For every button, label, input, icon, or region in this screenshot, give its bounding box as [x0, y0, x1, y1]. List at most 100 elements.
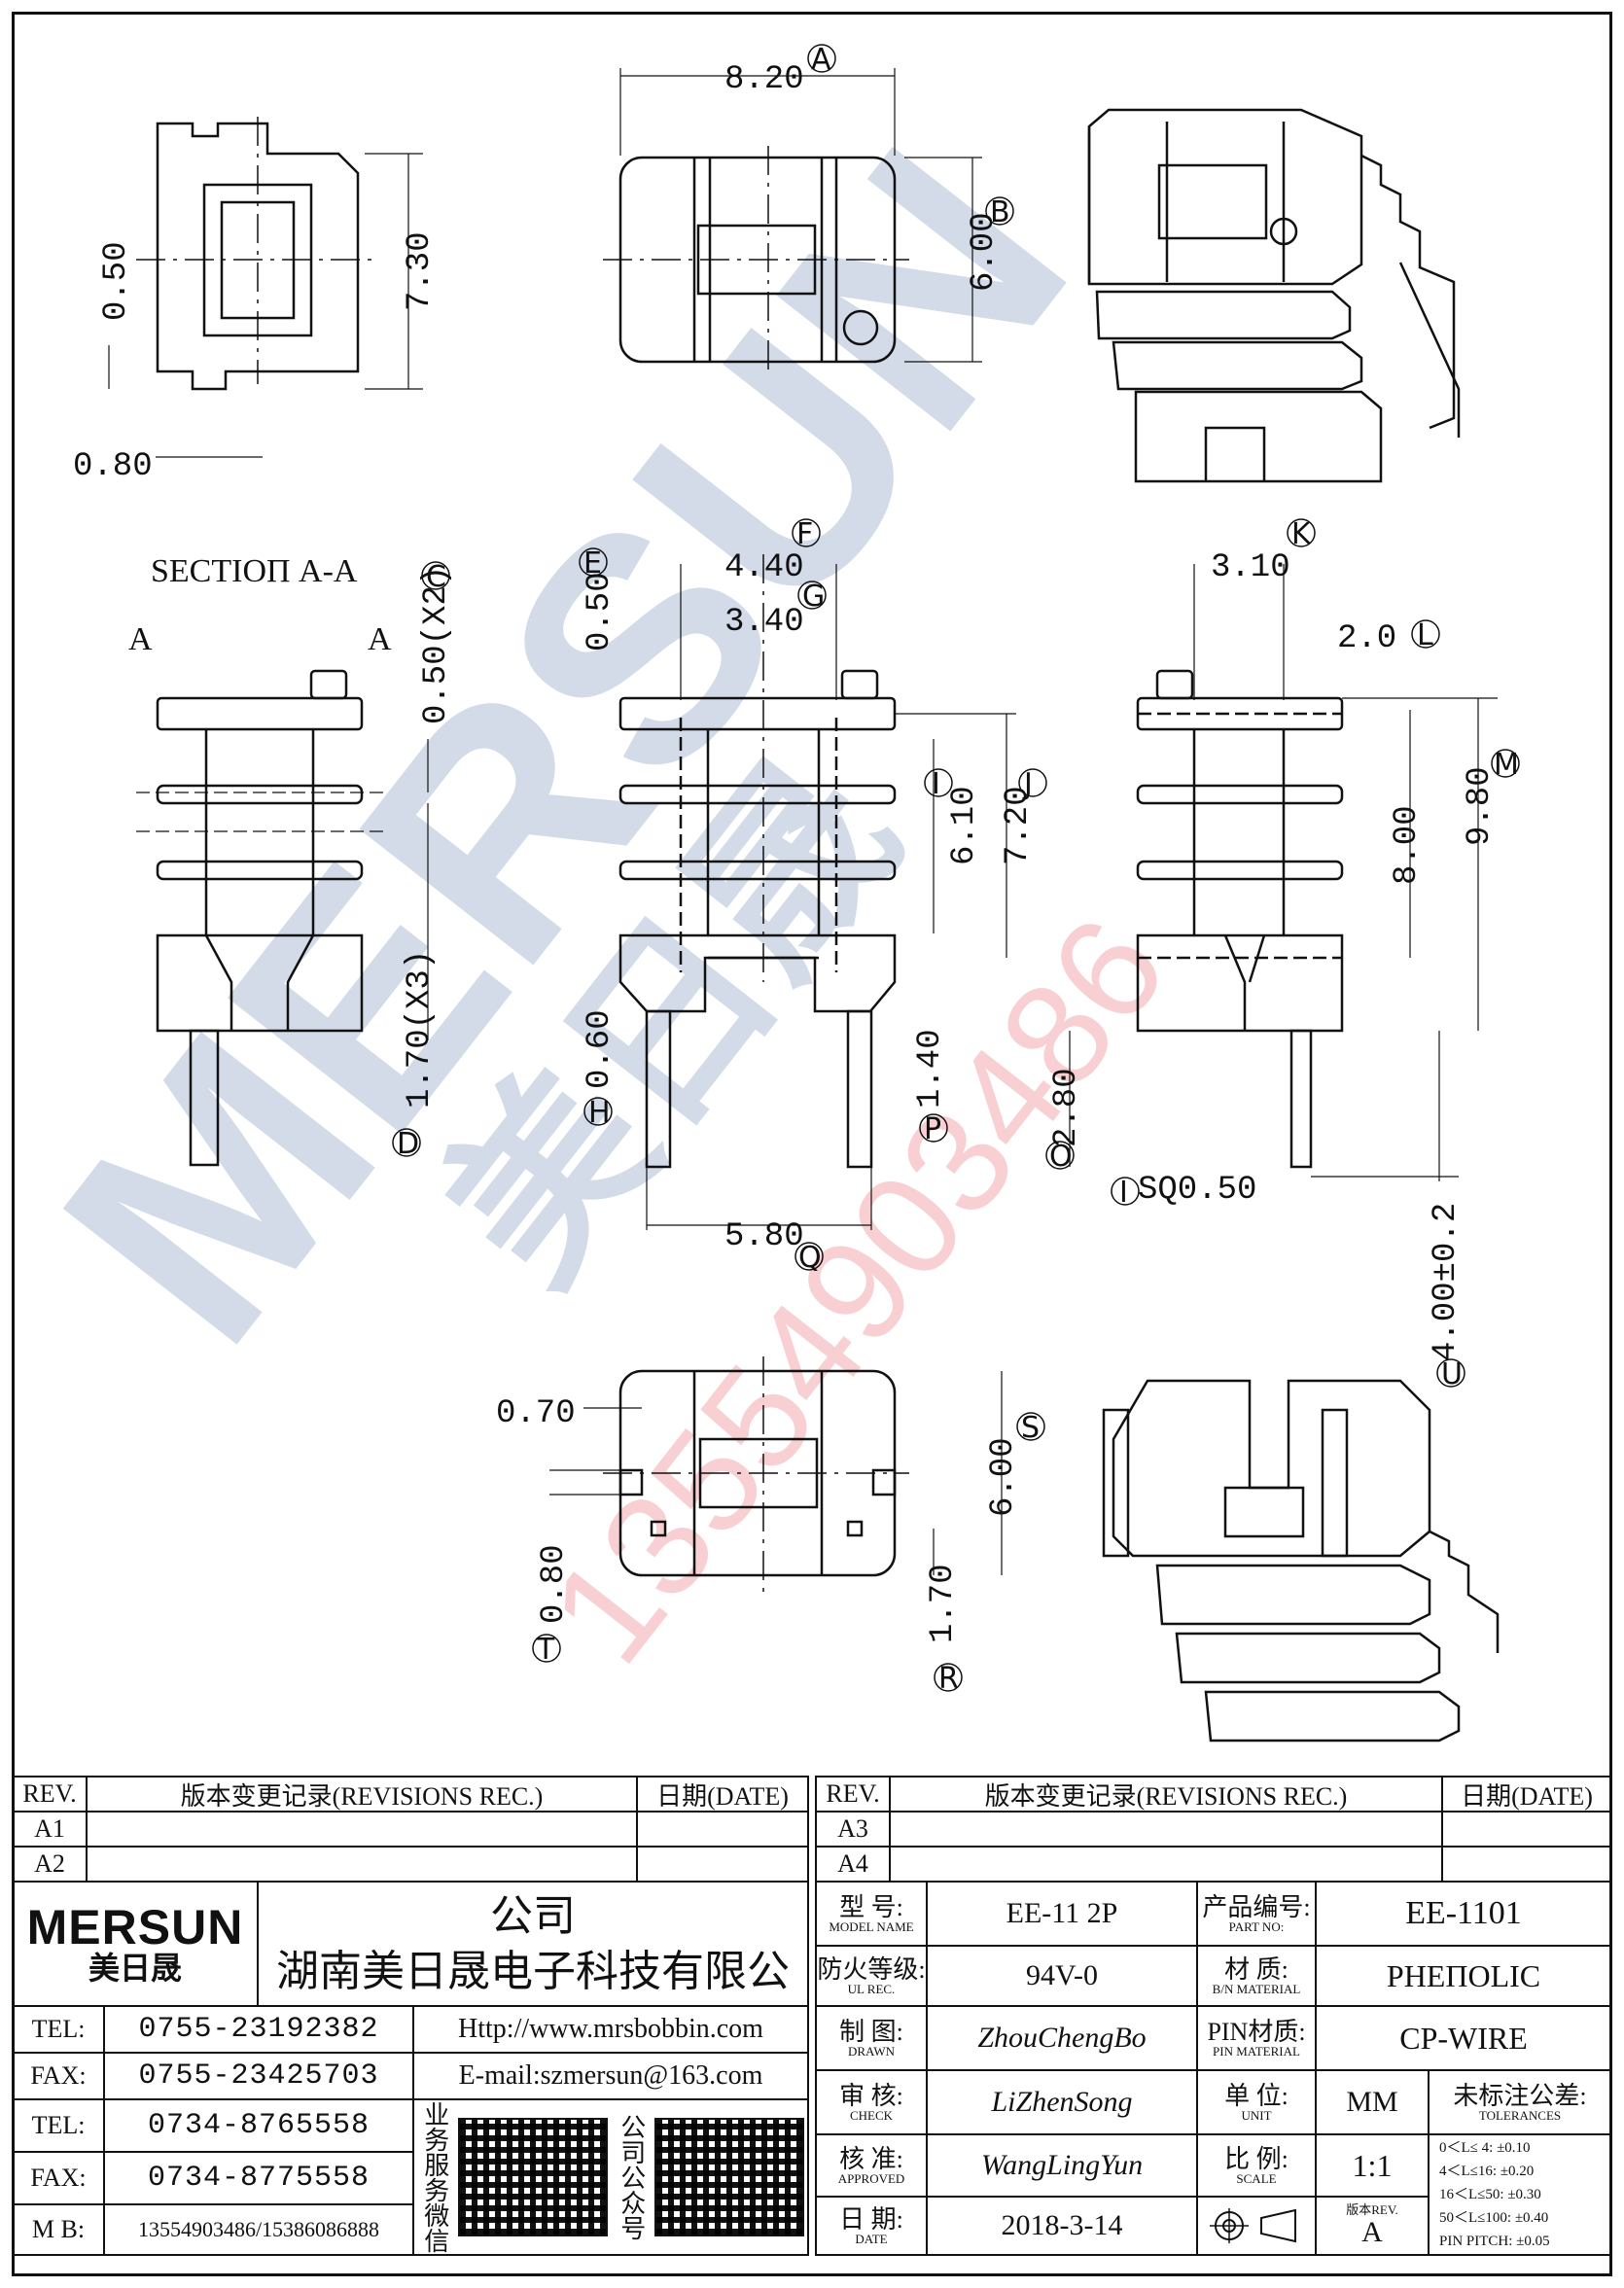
date-row-a2 [636, 1846, 809, 1883]
ul-label: 防火等级:UL REC. [815, 1945, 928, 2007]
iso-view-top [1087, 108, 1461, 483]
approved-label: 核 准:APPROVED [815, 2133, 928, 2198]
section-aa-view [136, 669, 429, 1167]
section-view [108, 117, 423, 458]
company-name-1: 深圳市美日晟塑胶电子有限公司 [276, 1883, 790, 1940]
date-header-right: 日期(DATE) [1441, 1776, 1612, 1813]
balloon-s: S [1021, 1411, 1040, 1445]
drawn-value: ZhouChengBo [926, 2005, 1198, 2071]
section-left-mark: A [128, 621, 153, 657]
balloon-side-pin: I [1119, 1176, 1128, 1210]
rec-row-a1 [86, 1811, 638, 1848]
tel1-label: TEL: [12, 2005, 105, 2054]
dim-pitch-x3: 1.70(X3) [402, 950, 439, 1109]
dim-bottom-offset: 0.80 [536, 1544, 573, 1624]
dim-front-h1: 6.10 [946, 786, 983, 865]
dim-pin-length: 4.00±0.2 [1428, 1203, 1465, 1361]
rec-row-a2 [86, 1846, 638, 1883]
balloon-r: R [938, 1662, 959, 1696]
dim-side-h2: 9.80 [1462, 766, 1499, 846]
date-label: 日 期:DATE [815, 2196, 928, 2256]
drawing-frame [12, 12, 1612, 2276]
scale-value: 1:1 [1315, 2133, 1430, 2198]
dim-bottom-slot: 0.70 [496, 1395, 576, 1432]
public-account-qr-code[interactable] [654, 2118, 805, 2236]
company-logo: MERSUN 美日晟 [12, 1881, 259, 2007]
dim-side-pin: SQ0.50 [1138, 1172, 1256, 1209]
section-title: SECTIOΠ A-A [151, 553, 358, 589]
company-name-2: 湖南美日晟电子科技有限公司 [276, 1948, 790, 2005]
fax2: 0734-8775558 [103, 2151, 414, 2205]
rec-row-a3 [889, 1811, 1443, 1848]
check-label: 审 核:CHECK [815, 2069, 928, 2135]
date-row-a4 [1441, 1846, 1612, 1883]
scale-label: 比 例:SCALE [1196, 2133, 1317, 2198]
fax1: 0755-23425703 [103, 2052, 414, 2100]
date-value: 2018-3-14 [926, 2196, 1198, 2256]
balloon-p: P [924, 1112, 941, 1146]
dim-flange-x2: 0.50(X2) [418, 566, 455, 724]
balloon-f: F [796, 517, 813, 551]
balloon-l: L [1417, 618, 1433, 652]
rec-header-right: 版本变更记录(REVISIONS REC.) [889, 1776, 1443, 1813]
dim-side-base: 2.80 [1048, 1068, 1085, 1147]
balloon-u: U [1441, 1357, 1463, 1391]
tolerance-table: 0＜L≤ 4: ±0.10 4＜L≤16: ±0.20 16＜L≤50: ±0.… [1428, 2133, 1612, 2256]
bottom-view [549, 1356, 1003, 1595]
fax2-label: FAX: [12, 2151, 105, 2205]
qr2-label: 公司公众号 [617, 2114, 646, 2240]
version-box: 版本REV.A [1315, 2196, 1430, 2256]
company-names: 深圳市美日晟塑胶电子有限公司 湖南美日晟电子科技有限公司 [257, 1881, 809, 2007]
email-link[interactable]: E-mail:szmersun@163.com [412, 2052, 809, 2100]
dim-front-gap: 0.60 [582, 1009, 618, 1089]
balloon-h: H [588, 1096, 611, 1130]
material-label: 材 质:B/N MATERIAL [1196, 1945, 1317, 2007]
dim-front-flange-t: 0.50 [582, 572, 618, 651]
rev-header-right: REV. [815, 1776, 891, 1813]
approved-value: WangLingYun [926, 2133, 1198, 2198]
part-value: EE-1101 [1315, 1881, 1612, 1947]
dimension-labels: 8.20 6.00 7.30 0.50 0.80 SECTIOΠ A-A A A… [73, 61, 1499, 1643]
dim-side-w2: 2.0 [1337, 620, 1396, 657]
fax1-label: FAX: [12, 2052, 105, 2100]
qr1-label: 业务服务微信 [420, 2101, 449, 2253]
rec-row-a4 [889, 1846, 1443, 1883]
rev-row-a1: A1 [12, 1811, 88, 1848]
balloon-t: T [536, 1633, 555, 1667]
dim-section-slot: 0.80 [73, 448, 153, 485]
balloon-e: E [583, 546, 602, 581]
top-view [603, 68, 982, 374]
ul-value: 94V-0 [926, 1945, 1198, 2007]
dim-front-core: 3.40 [724, 604, 804, 641]
tel2: 0734-8765558 [103, 2098, 414, 2153]
balloon-a: A [811, 43, 831, 77]
front-view [618, 554, 1016, 1230]
balloon-b: B [990, 195, 1010, 229]
check-value: LiZhenSong [926, 2069, 1198, 2135]
website-link[interactable]: Http://www.mrsbobbin.com [412, 2005, 809, 2054]
unit-label: 单 位:UNIT [1196, 2069, 1317, 2135]
side-view [1069, 564, 1498, 1181]
drawn-label: 制 图:DRAWN [815, 2005, 928, 2071]
mb-label: M B: [12, 2203, 105, 2256]
dim-section-height: 7.30 [402, 231, 439, 311]
dim-front-flange: 4.40 [724, 549, 804, 586]
qr-area: 业务服务微信 公司公众号 [412, 2098, 809, 2256]
dim-section-wall: 0.50 [98, 241, 135, 321]
rec-header-left: 版本变更记录(REVISIONS REC.) [86, 1776, 638, 1813]
dim-front-h2: 7.20 [1000, 786, 1037, 865]
balloons [392, 44, 1520, 1692]
tel2-label: TEL: [12, 2098, 105, 2153]
date-header-left: 日期(DATE) [636, 1776, 809, 1813]
balloon-q: Q [798, 1241, 822, 1275]
material-value: PHEΠOLIC [1315, 1945, 1612, 2007]
balloon-g: G [802, 580, 825, 614]
dim-front-pitch: 5.80 [724, 1218, 804, 1255]
part-label: 产品编号:PART NO: [1196, 1881, 1317, 1947]
balloon-c: C [426, 560, 446, 594]
balloon-o: O [1049, 1140, 1073, 1174]
iso-view-bottom [1102, 1379, 1500, 1742]
wechat-qr-code[interactable] [458, 2118, 609, 2236]
pin-material-value: CP-WIRE [1315, 2005, 1612, 2071]
